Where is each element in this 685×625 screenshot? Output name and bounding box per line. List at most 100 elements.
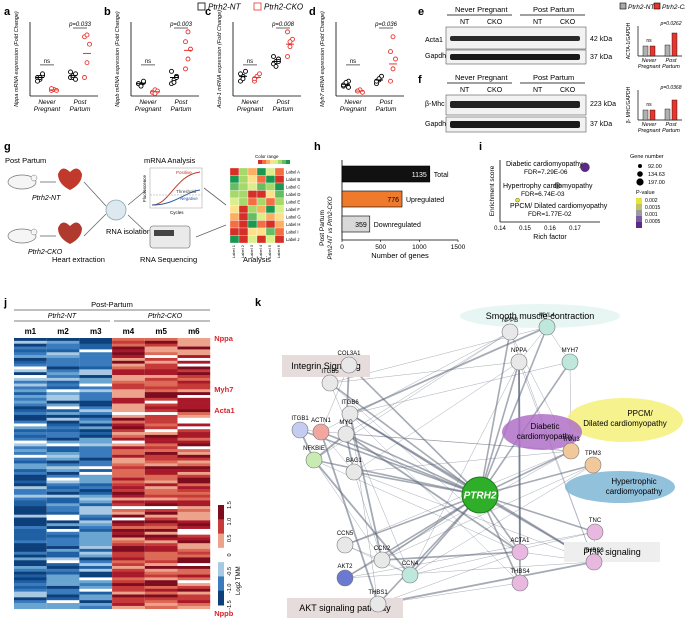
x-tick-label: Post bbox=[665, 122, 676, 128]
heat-cell bbox=[144, 369, 178, 373]
heat-cell bbox=[46, 346, 80, 350]
heat-cell bbox=[14, 548, 47, 553]
network-edge bbox=[479, 331, 511, 496]
network-node bbox=[511, 543, 529, 561]
heat-cell bbox=[14, 429, 47, 433]
heat-cell bbox=[229, 212, 240, 221]
panel-label-d: d bbox=[309, 6, 316, 18]
node-label: THBS3 bbox=[584, 548, 604, 554]
x-tick-label: Post bbox=[276, 99, 290, 106]
heat-cell bbox=[46, 395, 80, 399]
heat-cell bbox=[14, 372, 47, 376]
data-point bbox=[35, 78, 40, 84]
heat-cell bbox=[79, 568, 113, 572]
heat-cell bbox=[46, 409, 80, 413]
dotplot-nppa: Nppa mRNA expression (Fold Change)NeverP… bbox=[14, 11, 98, 113]
heat-cell bbox=[177, 377, 211, 382]
heat-cell bbox=[79, 600, 113, 604]
heat-cell bbox=[144, 471, 178, 476]
heat-cell bbox=[79, 534, 113, 538]
heat-cell bbox=[79, 392, 113, 396]
heat-cell bbox=[46, 412, 80, 416]
heat-cell bbox=[46, 360, 80, 364]
heat-cell bbox=[256, 175, 267, 184]
node-label: ACTN1 bbox=[311, 418, 331, 424]
heat-cell bbox=[112, 417, 145, 421]
heat-cell bbox=[265, 227, 276, 236]
heat-cell bbox=[46, 449, 80, 453]
heat-cell bbox=[112, 528, 145, 533]
heat-cell bbox=[46, 594, 80, 598]
heat-cell bbox=[14, 526, 47, 530]
heat-cell bbox=[177, 349, 211, 353]
e-legend: Ptrh2-NT Ptrh2-CKO bbox=[619, 2, 685, 11]
row-label: Label J bbox=[286, 237, 300, 242]
heat-cell bbox=[177, 580, 211, 584]
heat-cell bbox=[46, 434, 80, 439]
bar-value: 776 bbox=[387, 197, 399, 204]
heat-cell bbox=[144, 349, 178, 353]
colorbar-tick: -0.5 bbox=[227, 567, 233, 576]
svg-text:Ptrh2-NT vs Ptrh2-CKO: Ptrh2-NT vs Ptrh2-CKO bbox=[328, 196, 334, 259]
heat-cell bbox=[46, 437, 80, 441]
x-tick-label: Pregnant bbox=[34, 106, 62, 113]
heat-cell bbox=[177, 346, 211, 350]
heat-cell bbox=[14, 500, 47, 504]
heat-cell bbox=[265, 182, 276, 191]
heat-cell bbox=[112, 366, 145, 370]
ns-label: ns bbox=[145, 59, 151, 65]
network-edge bbox=[353, 471, 481, 496]
heat-cell bbox=[144, 588, 178, 592]
heat-cell bbox=[177, 437, 211, 441]
heat-cell bbox=[112, 537, 145, 541]
svg-text:Positive: Positive bbox=[176, 170, 192, 175]
heat-cell bbox=[46, 583, 80, 587]
heat-cell bbox=[112, 383, 145, 387]
y-axis-label: ACTA-1/GAPDH bbox=[626, 22, 632, 59]
heat-cell bbox=[46, 338, 80, 342]
heat-cell bbox=[144, 360, 178, 364]
heat-cell bbox=[79, 369, 113, 373]
bar bbox=[649, 45, 656, 57]
x-axis-label: Rich factor bbox=[533, 234, 567, 241]
heat-cell bbox=[79, 400, 113, 404]
heat-cell bbox=[79, 603, 113, 607]
heat-cell bbox=[177, 426, 211, 430]
colorbar-tick: -1.5 bbox=[227, 600, 233, 609]
heat-cell bbox=[79, 588, 113, 592]
heat-cell bbox=[79, 389, 113, 393]
heat-cell bbox=[14, 551, 47, 555]
heat-cell bbox=[177, 392, 211, 396]
heat-cell bbox=[46, 511, 80, 515]
dotplot-acta1: Acta-1 mRNA expression (Fold Change)Neve… bbox=[217, 10, 301, 113]
heat-cell bbox=[112, 375, 145, 379]
heat-cell bbox=[14, 523, 47, 527]
column-label: m3 bbox=[90, 327, 102, 336]
network-edge bbox=[329, 382, 521, 553]
x-tick-label: Never bbox=[344, 99, 362, 106]
heat-cell bbox=[144, 338, 178, 342]
heat-cell bbox=[256, 220, 267, 229]
bar-category: Upregulated bbox=[406, 197, 444, 204]
row-label: Label G bbox=[286, 215, 301, 220]
heat-cell bbox=[177, 509, 211, 513]
heat-cell bbox=[79, 514, 113, 518]
data-point bbox=[68, 69, 73, 75]
svg-text:Post Partum: Post Partum bbox=[5, 156, 46, 165]
heat-cell bbox=[79, 363, 113, 367]
heat-cell bbox=[46, 403, 80, 407]
heat-cell bbox=[14, 466, 47, 470]
x-tick-label: Partum bbox=[70, 106, 92, 113]
node-label: NFKBIE bbox=[303, 446, 325, 452]
heat-cell bbox=[112, 500, 145, 504]
y-axis-label: β- MHC/GAPDH bbox=[626, 86, 632, 123]
heat-cell bbox=[112, 563, 145, 567]
heat-cell bbox=[79, 551, 113, 555]
data-point bbox=[271, 54, 276, 59]
western-blot-bmhc: Never Pregnant Post Partum NT CKO NT CKO… bbox=[425, 73, 616, 133]
heat-cell bbox=[256, 197, 267, 206]
heat-cell bbox=[112, 577, 145, 581]
